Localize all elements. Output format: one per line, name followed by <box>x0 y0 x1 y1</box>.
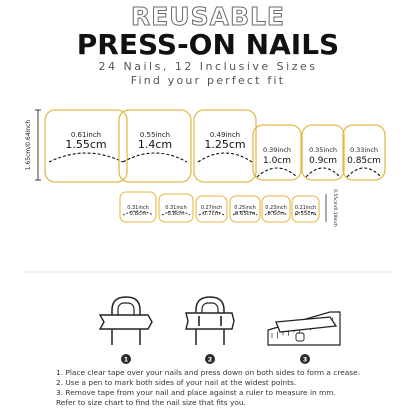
nail-outline-large <box>44 109 128 183</box>
nail-size-cm: 0.8cm <box>167 211 184 217</box>
nail-curve-dashed <box>122 152 188 163</box>
nail-size-cm: 0.9cm <box>309 156 337 166</box>
large-height-label: 1.65cm/0.64inch <box>25 120 32 171</box>
step-badge <box>205 354 215 364</box>
nail-size-inch: 0.31inch <box>165 205 187 211</box>
nail-curve-dashed <box>197 152 253 163</box>
instructions: 1. Place clear tape over your nails and … <box>56 368 406 408</box>
step-badge <box>121 354 131 364</box>
subtitle-fit: Find your perfect fit <box>130 74 286 87</box>
nail-outline-small <box>119 191 157 223</box>
nail-size-cm: 1.25cm <box>204 138 245 151</box>
instruction-step-1: 1. Place clear tape over your nails and … <box>56 368 361 377</box>
step-number: 3 <box>303 356 308 364</box>
nail-outline-large <box>342 124 386 181</box>
nail-size-cm: 0.6cm <box>267 211 284 217</box>
tape-illustration <box>275 316 338 333</box>
nail-outline-large <box>252 124 302 181</box>
nail-curve-dashed <box>122 210 154 216</box>
nail-size-inch: 0.31inch <box>127 205 149 211</box>
nail-size-inch: 0.39inch <box>263 146 291 154</box>
nail-outline-large <box>301 124 345 181</box>
nail-size-inch: 0.49inch <box>210 131 240 139</box>
nail-curve-dashed <box>161 210 191 216</box>
nail-curve-dashed <box>294 210 317 216</box>
small-height-label: 0.55cm/0.19inch <box>332 189 338 227</box>
nail-size-inch: 0.27inch <box>201 205 223 211</box>
ruler-marker <box>295 332 305 342</box>
nail-size-inch: 0.21inch <box>295 205 317 211</box>
title-press-on-nails: PRESS-ON NAILS <box>76 28 340 61</box>
tape-illustration <box>185 312 235 330</box>
nail-curve-dashed <box>48 152 124 163</box>
nail-size-inch: 0.33inch <box>350 146 378 154</box>
nail-size-inch: 0.23inch <box>265 205 287 211</box>
nail-size-inch: 0.61inch <box>71 131 101 139</box>
finger-illustration <box>111 296 141 345</box>
nail-size-cm: 0.8cm <box>129 211 146 217</box>
finger-illustration <box>195 296 225 345</box>
nail-size-cm: 0.85cm <box>347 156 381 166</box>
step-badge <box>300 354 310 364</box>
instruction-step-3-note: Refer to size chart to find the nail siz… <box>56 398 246 407</box>
nail-size-cm: 0.7cm <box>203 211 220 217</box>
nail-size-cm: 1.55cm <box>65 138 106 151</box>
nail-size-inch: 0.25inch <box>234 205 256 211</box>
instruction-step-2: 2. Use a pen to mark both sides of your … <box>56 378 297 387</box>
nail-outline-small <box>158 193 194 223</box>
title-reusable: REUSABLE <box>130 2 286 32</box>
step-number: 1 <box>124 356 129 364</box>
nail-size-cm: 0.65cm <box>235 211 256 217</box>
nail-outline-small <box>261 195 291 223</box>
nail-outline-small <box>291 195 320 223</box>
nail-outline-large <box>193 109 257 183</box>
nail-outline-large <box>118 109 192 183</box>
nail-outline-small <box>195 195 228 223</box>
nail-size-cm: 1.0cm <box>263 156 291 166</box>
nail-size-inch: 0.35inch <box>309 146 337 154</box>
instruction-step-3: 3. Remove tape from your nail and place … <box>56 388 336 397</box>
nail-curve-dashed <box>305 167 341 178</box>
tape-illustration <box>98 314 153 330</box>
nail-curve-dashed <box>256 167 298 178</box>
nail-curve-dashed <box>264 210 288 216</box>
nail-size-cm: 0.55cm <box>295 211 316 217</box>
subtitle-count: 24 Nails, 12 Inclusive Sizes <box>98 60 318 73</box>
nail-curve-dashed <box>346 167 382 178</box>
nail-size-cm: 1.4cm <box>138 138 172 151</box>
step-number: 2 <box>208 356 213 364</box>
nail-size-inch: 0.55inch <box>140 131 170 139</box>
nail-outline-small <box>229 195 261 223</box>
